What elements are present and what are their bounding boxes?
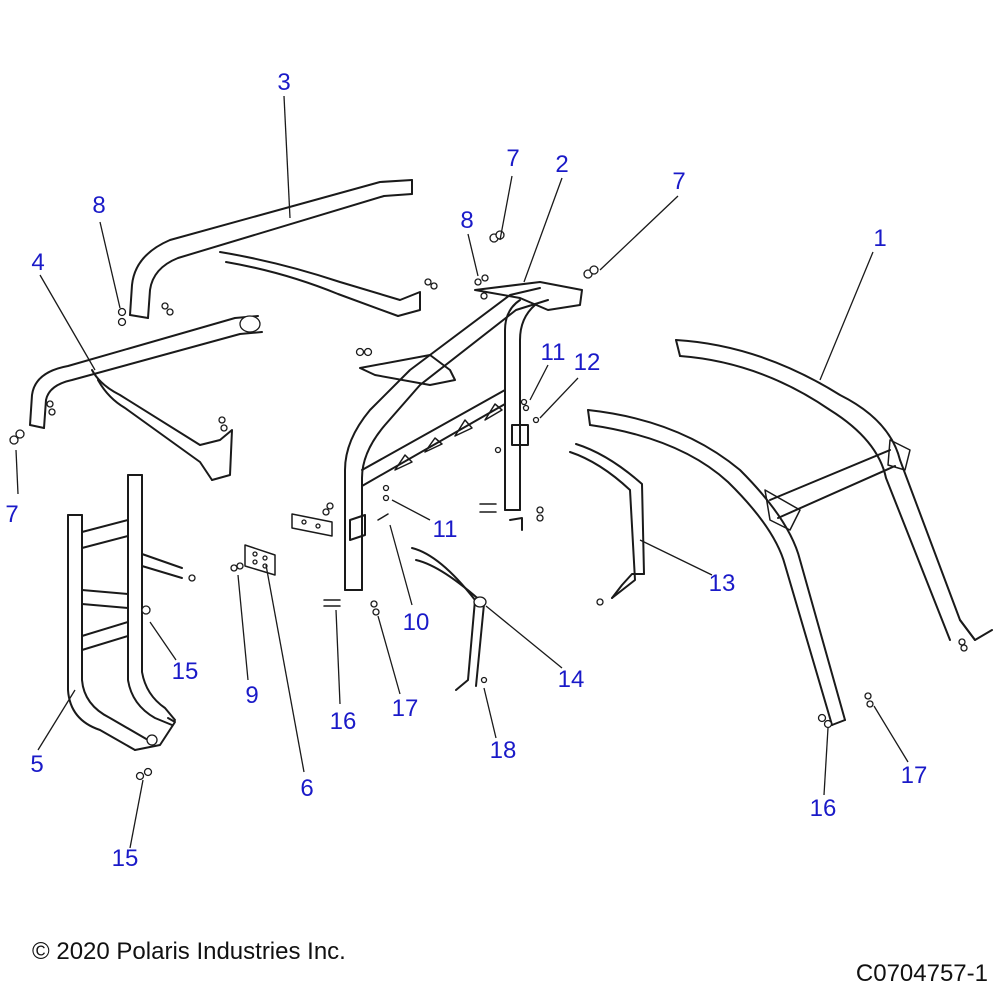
- part-6-bracket: [244, 544, 276, 576]
- copyright-notice: © 2020 Polaris Industries Inc.: [32, 938, 346, 965]
- callout-2: 2: [555, 151, 568, 178]
- part-4-side-bar: [29, 315, 263, 481]
- drawing-number: C0704757-1: [855, 960, 988, 987]
- callout-18: 18: [490, 737, 517, 764]
- callout-13: 13: [709, 570, 736, 597]
- part-13-brace: [569, 443, 645, 606]
- mount-plate: [291, 502, 334, 537]
- callout-3: 3: [277, 69, 290, 96]
- callout-7-top: 7: [506, 145, 519, 172]
- part-10-bolt: [377, 513, 389, 521]
- part-2-center-cage: [344, 281, 583, 591]
- callout-16-right: 16: [810, 795, 837, 822]
- part-16-17-hardware-center: [323, 503, 544, 616]
- callout-7-right: 7: [672, 168, 685, 195]
- part-15-hardware: [135, 767, 153, 781]
- callout-11-lower: 11: [433, 516, 458, 543]
- part-5-front-frame: [67, 474, 196, 751]
- callout-15-lower: 15: [112, 845, 139, 872]
- callout-labels: 1 2 3 4 5 6 7 7 7 8 8 9 10 11 11 12 13 1…: [5, 69, 927, 872]
- callout-9: 9: [245, 682, 258, 709]
- part-7-bolts-left: [9, 429, 25, 445]
- part-3-side-bar: [117, 179, 438, 327]
- callout-12: 12: [574, 349, 601, 376]
- part-9-bolts: [230, 562, 244, 572]
- callout-7-left: 7: [5, 501, 18, 528]
- part-7-bolts-top: [355, 230, 599, 357]
- callout-17-right: 17: [901, 762, 928, 789]
- callout-8-left: 8: [92, 192, 105, 219]
- callout-15-upper: 15: [172, 658, 199, 685]
- callout-4: 4: [31, 249, 44, 276]
- callout-17-center: 17: [392, 695, 419, 722]
- callout-8-top: 8: [460, 207, 473, 234]
- part-14-brace: [411, 547, 488, 691]
- callout-10: 10: [403, 609, 430, 636]
- callout-5: 5: [30, 751, 43, 778]
- callout-16-center: 16: [330, 708, 357, 735]
- part-8-hardware-top: [474, 274, 489, 300]
- leader-lines: [15, 95, 909, 849]
- part-16-17-hardware-right: [817, 692, 874, 729]
- callout-14: 14: [558, 666, 585, 693]
- callout-6: 6: [300, 775, 313, 802]
- callout-1: 1: [873, 225, 886, 252]
- part-1-rear-hoop: [587, 339, 993, 726]
- callout-11-upper: 11: [541, 339, 566, 366]
- part-11-12-hardware: [382, 398, 540, 502]
